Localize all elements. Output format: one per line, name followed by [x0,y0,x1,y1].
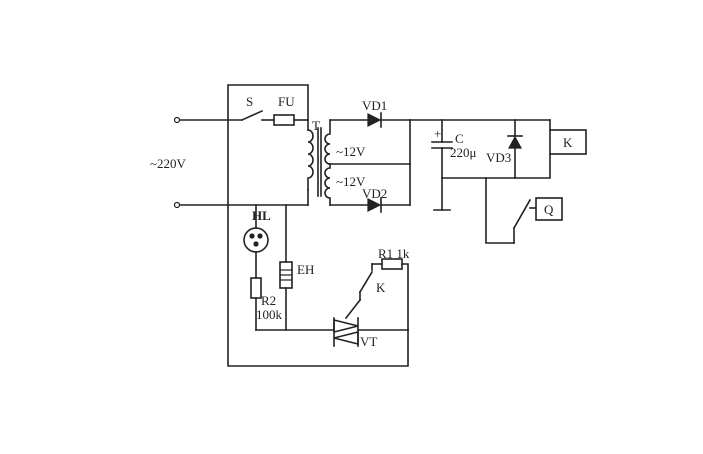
relay-label: K [563,135,573,150]
mains-terminal-bottom [173,201,181,209]
lamp-hl [243,227,269,253]
wire [401,263,409,331]
diode3-label: VD3 [486,150,511,165]
transformer-primary [307,129,314,191]
contact-q-label: Q [544,202,554,217]
winding1-label: ~12V [336,144,366,159]
lamp-label: HL [252,208,271,223]
contact-q-box [535,197,563,221]
supply-label: ~220V [150,156,187,171]
enclosure-bottom [227,204,409,367]
resistor2-label: R2 [261,293,276,308]
relay-contact-blade [512,198,532,230]
fuse-label: FU [278,94,295,109]
resistor2-value: 100k [256,307,283,322]
transformer-label: T [312,118,320,133]
heater-label: EH [297,262,314,277]
capacitor-label: C [455,131,464,146]
enclosure-left [227,84,309,206]
mains-terminal-top [173,116,181,124]
capacitor-value: 220μ [450,145,477,160]
wire [514,153,551,179]
diode1-label: VD1 [362,98,387,113]
wire [485,177,515,244]
diode-vd1 [367,113,382,127]
resistor1-label: R1 1k [378,246,410,261]
triac-gate [344,298,362,320]
transformer-secondary-2 [324,163,331,206]
triac-triangle-a [333,318,359,334]
lamp-dot [257,233,263,239]
switch-label: S [246,94,253,109]
lamp-dot [253,241,259,247]
switch-s-blade [240,109,264,122]
diode2-label: VD2 [362,186,387,201]
resistor-r2 [250,277,262,299]
winding2-label: ~12V [336,174,366,189]
diode-vd3 [507,135,523,149]
relay-k-contact [358,270,374,294]
capacitor-plus: + [434,126,441,141]
diode-vd2 [367,198,382,212]
relay-contact-label: K [376,280,386,295]
fuse-fu [273,114,295,126]
lamp-dot [249,233,255,239]
relay-coil-k [549,129,587,155]
triac-label: VT [360,334,377,349]
transformer-secondary-1 [324,119,331,165]
triac-triangle-b [333,330,359,346]
